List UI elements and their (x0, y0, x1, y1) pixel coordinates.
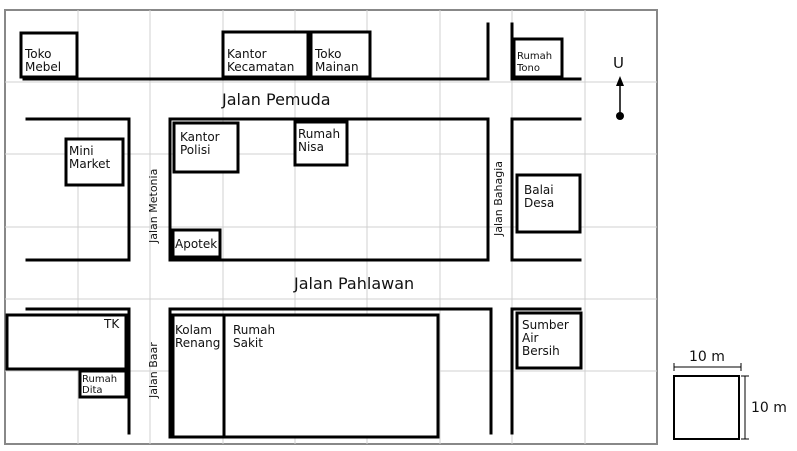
street-name-baar: Jalan Baar (147, 342, 160, 399)
building-label: Rumah (298, 127, 340, 141)
building-label: Rumah (517, 51, 552, 62)
building-label: Toko (24, 47, 52, 61)
building-label: Mebel (25, 60, 61, 74)
building-label: Tono (516, 63, 540, 74)
building-label: Sakit (233, 336, 263, 350)
building-label: TK (103, 317, 120, 331)
building-tk: TK (5, 313, 128, 371)
north-arrow-icon: U (613, 54, 624, 120)
building-label: Mini (69, 144, 94, 158)
building-label: Renang (175, 336, 220, 350)
building-label: Dita (82, 385, 103, 396)
building-label: Rumah (233, 323, 275, 337)
building-label: Bersih (522, 344, 560, 358)
street-name-pemuda: Jalan Pemuda (221, 90, 331, 109)
building-label: Kecamatan (227, 60, 294, 74)
building-toko-mebel: Toko Mebel (19, 31, 79, 79)
building-label: Polisi (180, 143, 210, 157)
building-label: Kantor (227, 47, 267, 61)
building-label: Toko (314, 47, 342, 61)
street-name-metonia: Jalan Metonia (147, 169, 160, 244)
street-name-bahagia: Jalan Bahagia (492, 161, 505, 237)
building-kantor-polisi: Kantor Polisi (172, 121, 240, 174)
building-label: Market (69, 157, 111, 171)
building-rumah-tono: Rumah Tono (512, 37, 564, 79)
building-label: Kolam (175, 323, 212, 337)
road-edges (22, 22, 582, 439)
building-label: Rumah (82, 374, 117, 385)
building-label: Apotek (175, 237, 217, 251)
building-apotek: Apotek (171, 228, 222, 259)
building-sumber-air-bersih: Sumber Air Bersih (515, 311, 583, 370)
building-kolam-renang: Kolam Renang (171, 313, 226, 439)
building-rumah-nisa: Rumah Nisa (293, 120, 349, 167)
building-label: Sumber (522, 318, 569, 332)
compass-label: U (613, 54, 624, 72)
building-label: Air (522, 331, 539, 345)
building-label: Nisa (298, 140, 324, 154)
street-name-pahlawan: Jalan Pahlawan (293, 274, 414, 293)
building-label: Kantor (180, 130, 220, 144)
building-balai-desa: Balai Desa (515, 173, 582, 234)
scale-width-label: 10 m (689, 349, 725, 365)
building-rumah-dita: Rumah Dita (78, 369, 128, 399)
scale-box: 10 m 10 m (673, 349, 787, 440)
scale-height-label: 10 m (751, 400, 787, 416)
building-label: Balai (524, 183, 554, 197)
building-kantor-kecamatan: Kantor Kecamatan (221, 30, 310, 79)
building-label: Desa (524, 196, 554, 210)
building-toko-mainan: Toko Mainan (309, 30, 372, 79)
building-mini-market: Mini Market (64, 137, 125, 187)
building-label: Mainan (315, 60, 359, 74)
